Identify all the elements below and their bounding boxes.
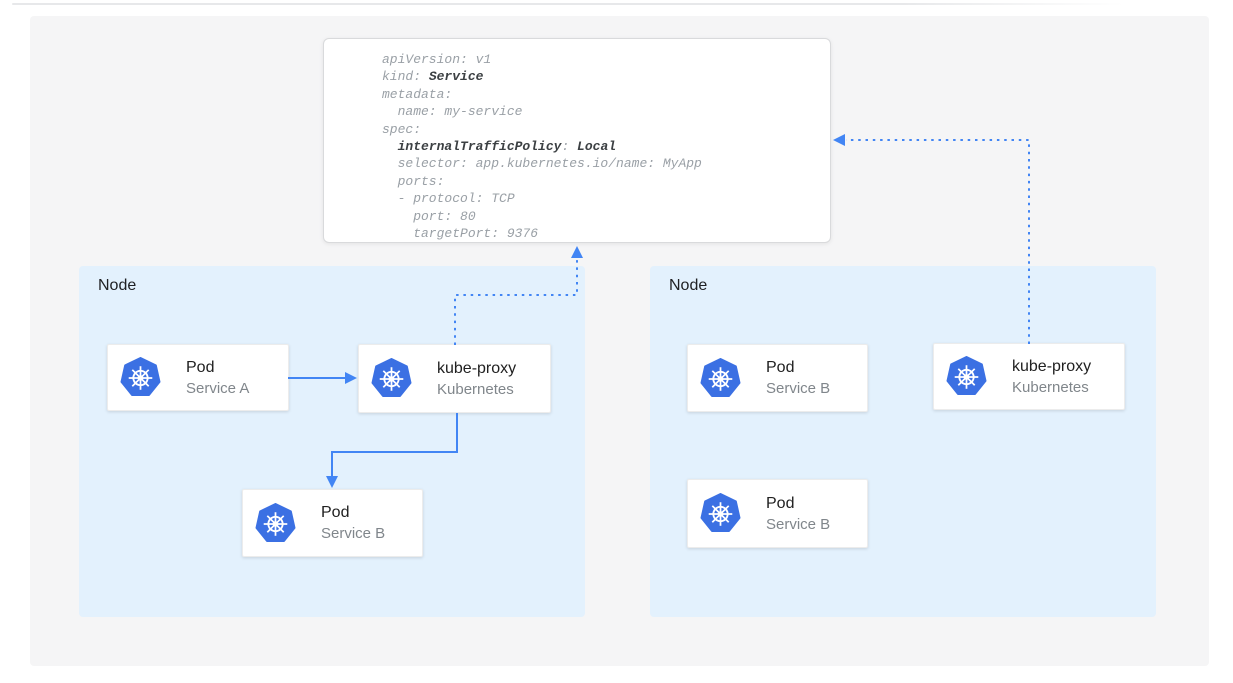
kubernetes-icon	[120, 357, 161, 398]
node-right: Node	[650, 266, 1156, 617]
yaml-line: apiVersion: v1	[382, 52, 492, 67]
card-kube-proxy-left: kube-proxy Kubernetes	[358, 344, 551, 413]
yaml-line: targetPort: 9376	[382, 226, 539, 242]
yaml-line: kind: Service	[382, 69, 484, 85]
card-title: Pod	[766, 359, 795, 376]
kubernetes-icon	[700, 493, 741, 534]
yaml-line: internalTrafficPolicy: Local	[397, 139, 617, 155]
page-divider	[12, 3, 1124, 5]
yaml-line: metadata:	[382, 86, 453, 102]
card-pod-service-b-right-2: Pod Service B	[687, 479, 868, 548]
yaml-line: name: my-service	[382, 104, 523, 120]
card-pod-service-b-right-1: Pod Service B	[687, 344, 868, 412]
card-subtitle: Kubernetes	[437, 380, 514, 398]
kubernetes-icon	[255, 503, 296, 544]
yaml-line: spec:	[382, 121, 422, 137]
card-title: Pod	[321, 504, 350, 521]
node-label: Node	[98, 277, 137, 294]
card-subtitle: Service B	[766, 515, 831, 533]
yaml-line: - protocol: TCP	[382, 191, 515, 207]
yaml-line: ports:	[382, 173, 445, 189]
card-subtitle: Service B	[321, 525, 386, 542]
card-subtitle: Service A	[186, 379, 250, 397]
card-pod-service-b-left: Pod Service B	[242, 489, 423, 557]
card-pod-service-a: Pod Service A	[107, 344, 289, 411]
node-left: Node	[79, 266, 585, 617]
card-title: kube-proxy	[437, 359, 517, 377]
service-yaml-box: apiVersion: v1 kind: Service metadata: n…	[323, 38, 831, 243]
card-subtitle: Kubernetes	[1012, 378, 1089, 396]
kubernetes-icon	[946, 356, 987, 397]
node-label: Node	[669, 277, 708, 294]
kubernetes-icon	[371, 358, 412, 399]
card-subtitle: Service B	[766, 380, 831, 397]
card-kube-proxy-right: kube-proxy Kubernetes	[933, 343, 1125, 410]
card-title: Pod	[186, 358, 215, 376]
card-title: Pod	[766, 494, 795, 512]
kubernetes-icon	[700, 358, 741, 399]
yaml-line: port: 80	[382, 208, 476, 224]
card-title: kube-proxy	[1012, 357, 1092, 375]
yaml-line: selector: app.kubernetes.io/name: MyApp	[382, 156, 702, 172]
